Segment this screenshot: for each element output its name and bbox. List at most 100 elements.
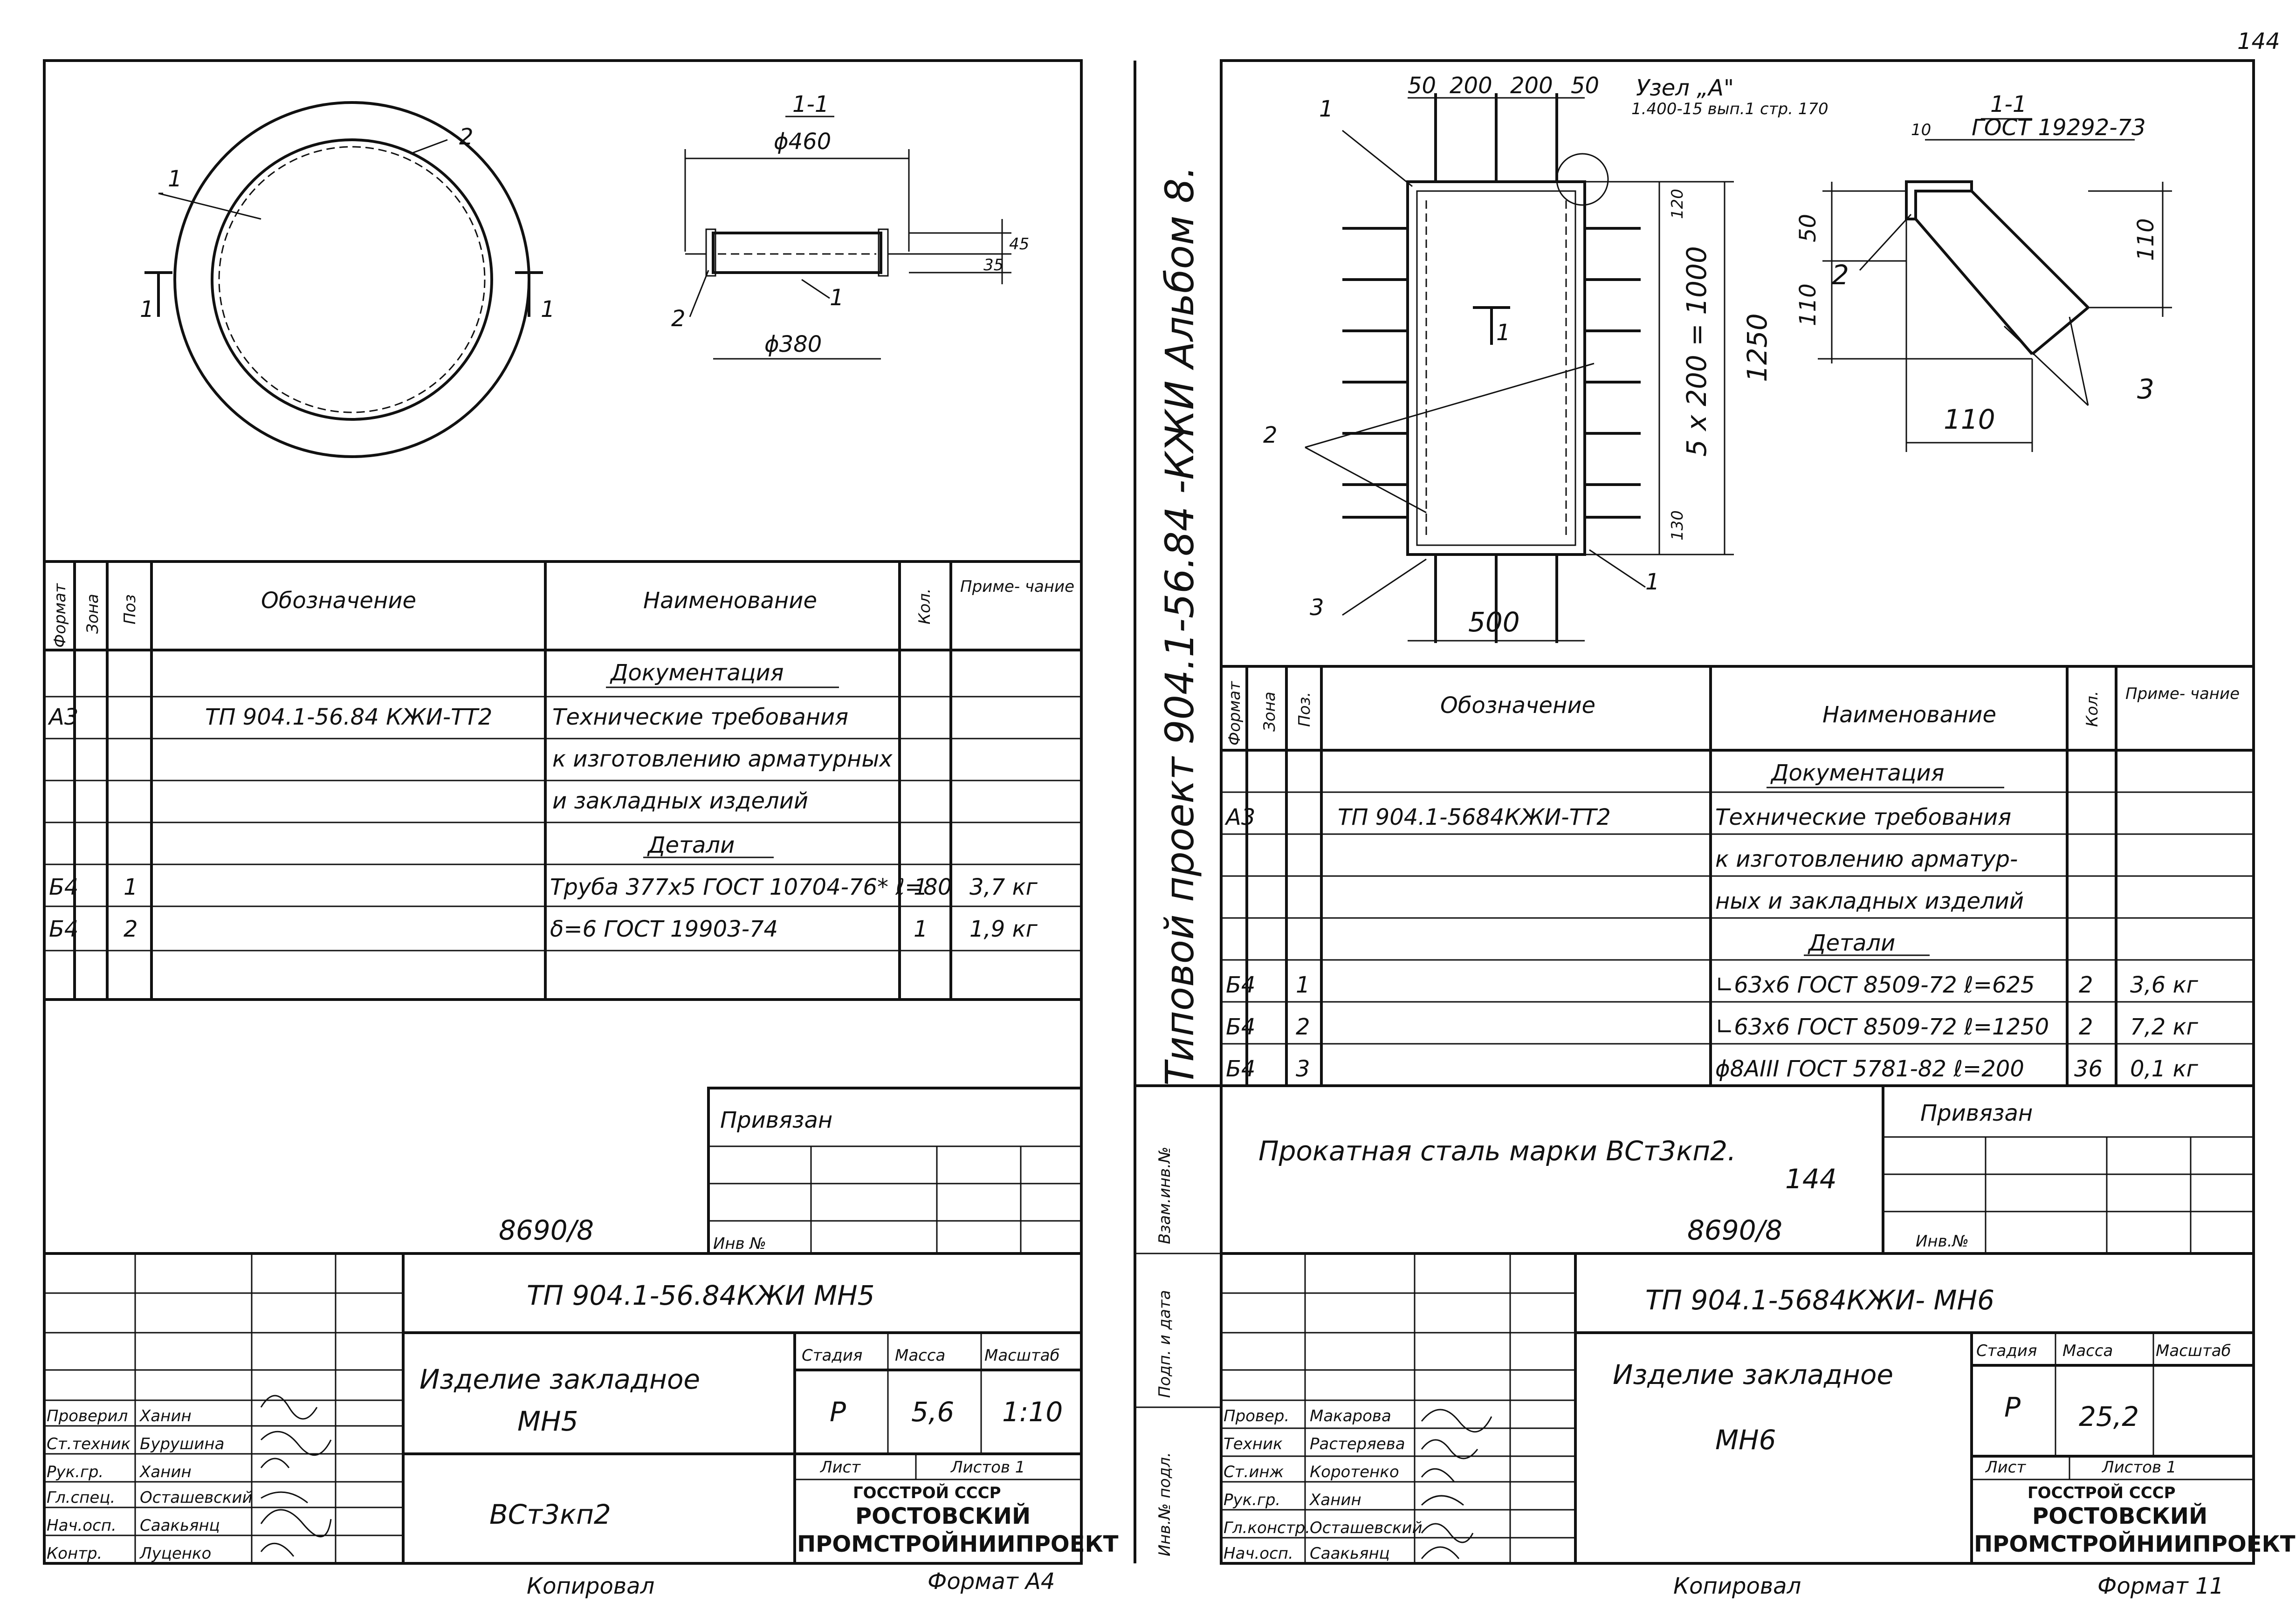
svg-text:Труба 377х5 ГОСТ 10704-76* ℓ=8: Труба 377х5 ГОСТ 10704-76* ℓ=80 [550,874,952,900]
svg-text:Макарова: Макарова [1310,1407,1391,1425]
r-doc-format: А3 [1224,804,1255,830]
svg-text:Рук.гр.: Рук.гр. [1224,1491,1280,1509]
right-product-line-2: МН6 [1715,1424,1776,1456]
left-binding-block: Привязан Инв № 8690/8 [499,1087,1083,1255]
node-label: Узел „А" [1636,75,1734,101]
col-note: Приме- чание [960,577,1074,596]
svg-text:Б4: Б4 [1226,972,1255,998]
ring-pos-2: 2 [459,124,474,150]
dim-50: 50 [1795,214,1821,242]
left-sheets-label: Листов 1 [950,1458,1025,1477]
frame-pos-2: 2 [1263,422,1278,448]
right-doc-code: ТП 904.1-5684КЖИ- МН6 [1645,1284,1994,1316]
dim-110-bottom: 110 [1944,404,1995,435]
svg-text:36: 36 [2074,1056,2103,1082]
right-stage-label: Стадия [1976,1342,2037,1360]
right-sheet-label: Лист [1985,1458,2026,1477]
svg-text:ϕ8АIII ГОСТ 5781-82 ℓ=200: ϕ8АIII ГОСТ 5781-82 ℓ=200 [1715,1056,2024,1082]
svg-text:2: 2 [2079,972,2093,998]
right-signatures: Провер. Макарова Техник Растеряева Ст.ин… [1224,1407,1492,1563]
dim-5x200: 5 x 200 = 1000 [1681,246,1712,457]
left-sheet-label: Лист [819,1458,861,1477]
svg-text:Б4: Б4 [49,916,78,942]
frame-cut-mark: 1 [1496,320,1511,346]
spine: Типовой проект 904.1-56.84 -КЖИ Альбом 8… [1080,61,1221,1563]
dim-45: 45 [1009,235,1029,253]
col-qty: Кол. [915,589,934,624]
right-format: Формат 11 [2097,1573,2224,1599]
binding-title: Привязан [720,1107,832,1133]
col-format: Формат [51,583,69,648]
left-signatures: Проверил Ханин Ст.техник Бурушина Рук.гр… [47,1395,332,1563]
right-binding-block: Привязан Инв.№ 8690/8 [1687,1086,2254,1253]
table-row: Б4 2 ∟63х6 ГОСТ 8509-72 ℓ=1250 2 7,2 кг [1226,1014,2199,1040]
svg-text:Б4: Б4 [49,874,78,900]
r-col-zone: Зона [1260,692,1279,732]
angle-pos-3: 3 [2137,373,2154,405]
svg-text:Саакьянц: Саакьянц [140,1516,220,1535]
doc-name-line-3: и закладных изделий [552,788,808,814]
right-org-line-3: ПРОМСТРОЙНИИПРОЕКТ [1974,1531,2296,1557]
svg-text:Б4: Б4 [1226,1014,1255,1040]
section-pos-1: 1 [830,285,844,311]
left-title-block: ТП 904.1-56.84КЖИ МН5 Изделие закладное … [44,1252,1119,1563]
right-stage: Р [2004,1391,2021,1423]
svg-text:2: 2 [1296,1014,1310,1040]
svg-text:3,7 кг: 3,7 кг [969,874,1038,900]
svg-text:1: 1 [914,916,928,942]
page-number: 144 [2237,28,2280,55]
svg-text:Ханин: Ханин [139,1407,192,1425]
doc-designation: ТП 904.1-56.84 КЖИ-ТТ2 [205,704,492,730]
r-doc-designation: ТП 904.1-5684КЖИ-ТТ2 [1338,804,1611,830]
diameter-460: ϕ460 [774,129,831,155]
left-org-line-3: ПРОМСТРОЙНИИПРОЕКТ [797,1531,1119,1557]
doc-format: А3 [48,704,78,730]
svg-text:δ=6 ГОСТ 19903-74: δ=6 ГОСТ 19903-74 [550,916,778,942]
doc-name-line-2: к изготовлению арматурных [552,746,893,772]
svg-text:Проверил: Проверил [47,1407,128,1425]
right-sheet: 50 200 200 50 Узел „А" 1.400-15 вып.1 ст… [1220,59,2296,1599]
table-row: Б4 2 δ=6 ГОСТ 19903-74 1 1,9 кг [49,916,1038,942]
section-pos-2: 2 [671,306,686,332]
dim-35: 35 [983,256,1004,274]
svg-text:Ханин: Ханин [1309,1491,1361,1509]
spine-label-2: Подп. и дата [1155,1290,1174,1398]
r-binding-number: 8690/8 [1687,1214,1782,1246]
frame-pos-1-bottom: 1 [1645,569,1660,595]
right-mass-label: Масса [2062,1342,2113,1360]
left-doc-code: ТП 904.1-56.84КЖИ МН5 [527,1280,875,1311]
right-sheets-label: Листов 1 [2101,1458,2176,1477]
right-section-drawing: 1-1 ГОСТ 19292-73 10 50 110 110 110 [1795,91,2172,452]
material-note: Прокатная сталь марки ВСт3кп2. [1258,1135,1736,1167]
r-doc-name-line-1: Технические требования [1715,804,2011,830]
col-name: Наименование [643,588,817,614]
dim-top-50-right: 50 [1571,73,1599,99]
col-designation: Обозначение [261,588,416,614]
left-sheet: 1 2 1 1 1-1 ϕ460 ϕ380 [43,59,1119,1599]
svg-text:2: 2 [124,916,138,942]
left-scale-label: Масштаб [984,1346,1060,1365]
left-section-drawing: 1-1 ϕ460 ϕ380 45 35 2 1 [671,91,1029,360]
left-ring-drawing: 1 2 1 1 [140,101,555,458]
svg-text:1,9 кг: 1,9 кг [969,916,1038,942]
doc-name-line-1: Технические требования [552,704,848,730]
right-spec-table: Формат Зона Поз. Обозначение Наименовани… [1221,665,2254,1087]
r-col-format: Формат [1225,681,1244,746]
left-format: Формат А4 [928,1568,1055,1595]
right-frame-drawing: 50 200 200 50 Узел „А" 1.400-15 вып.1 ст… [1263,73,1829,643]
left-spec-table: Формат Зона Поз Обозначение Наименование… [44,560,1081,1001]
col-zone: Зона [83,594,102,634]
right-scale-label: Масштаб [2156,1342,2231,1360]
right-signature-scribbles [1421,1409,1492,1559]
svg-text:3,6 кг: 3,6 кг [2130,972,2199,998]
section-parts: Детали [647,832,735,858]
r-section-documentation: Документация [1770,760,1945,786]
frame-pos-1-top: 1 [1319,96,1334,122]
dim-top-200-right: 200 [1510,73,1553,99]
dim-top-50-left: 50 [1408,73,1436,99]
svg-text:∟63х6 ГОСТ 8509-72 ℓ=625: ∟63х6 ГОСТ 8509-72 ℓ=625 [1715,972,2035,998]
svg-text:Ст.техник: Ст.техник [47,1435,131,1453]
right-org-line-2: РОСТОВСКИЙ [2032,1503,2207,1529]
right-title-block: ТП 904.1-5684КЖИ- МН6 Изделие закладное … [1221,1252,2296,1563]
dim-10: 10 [1911,121,1931,139]
